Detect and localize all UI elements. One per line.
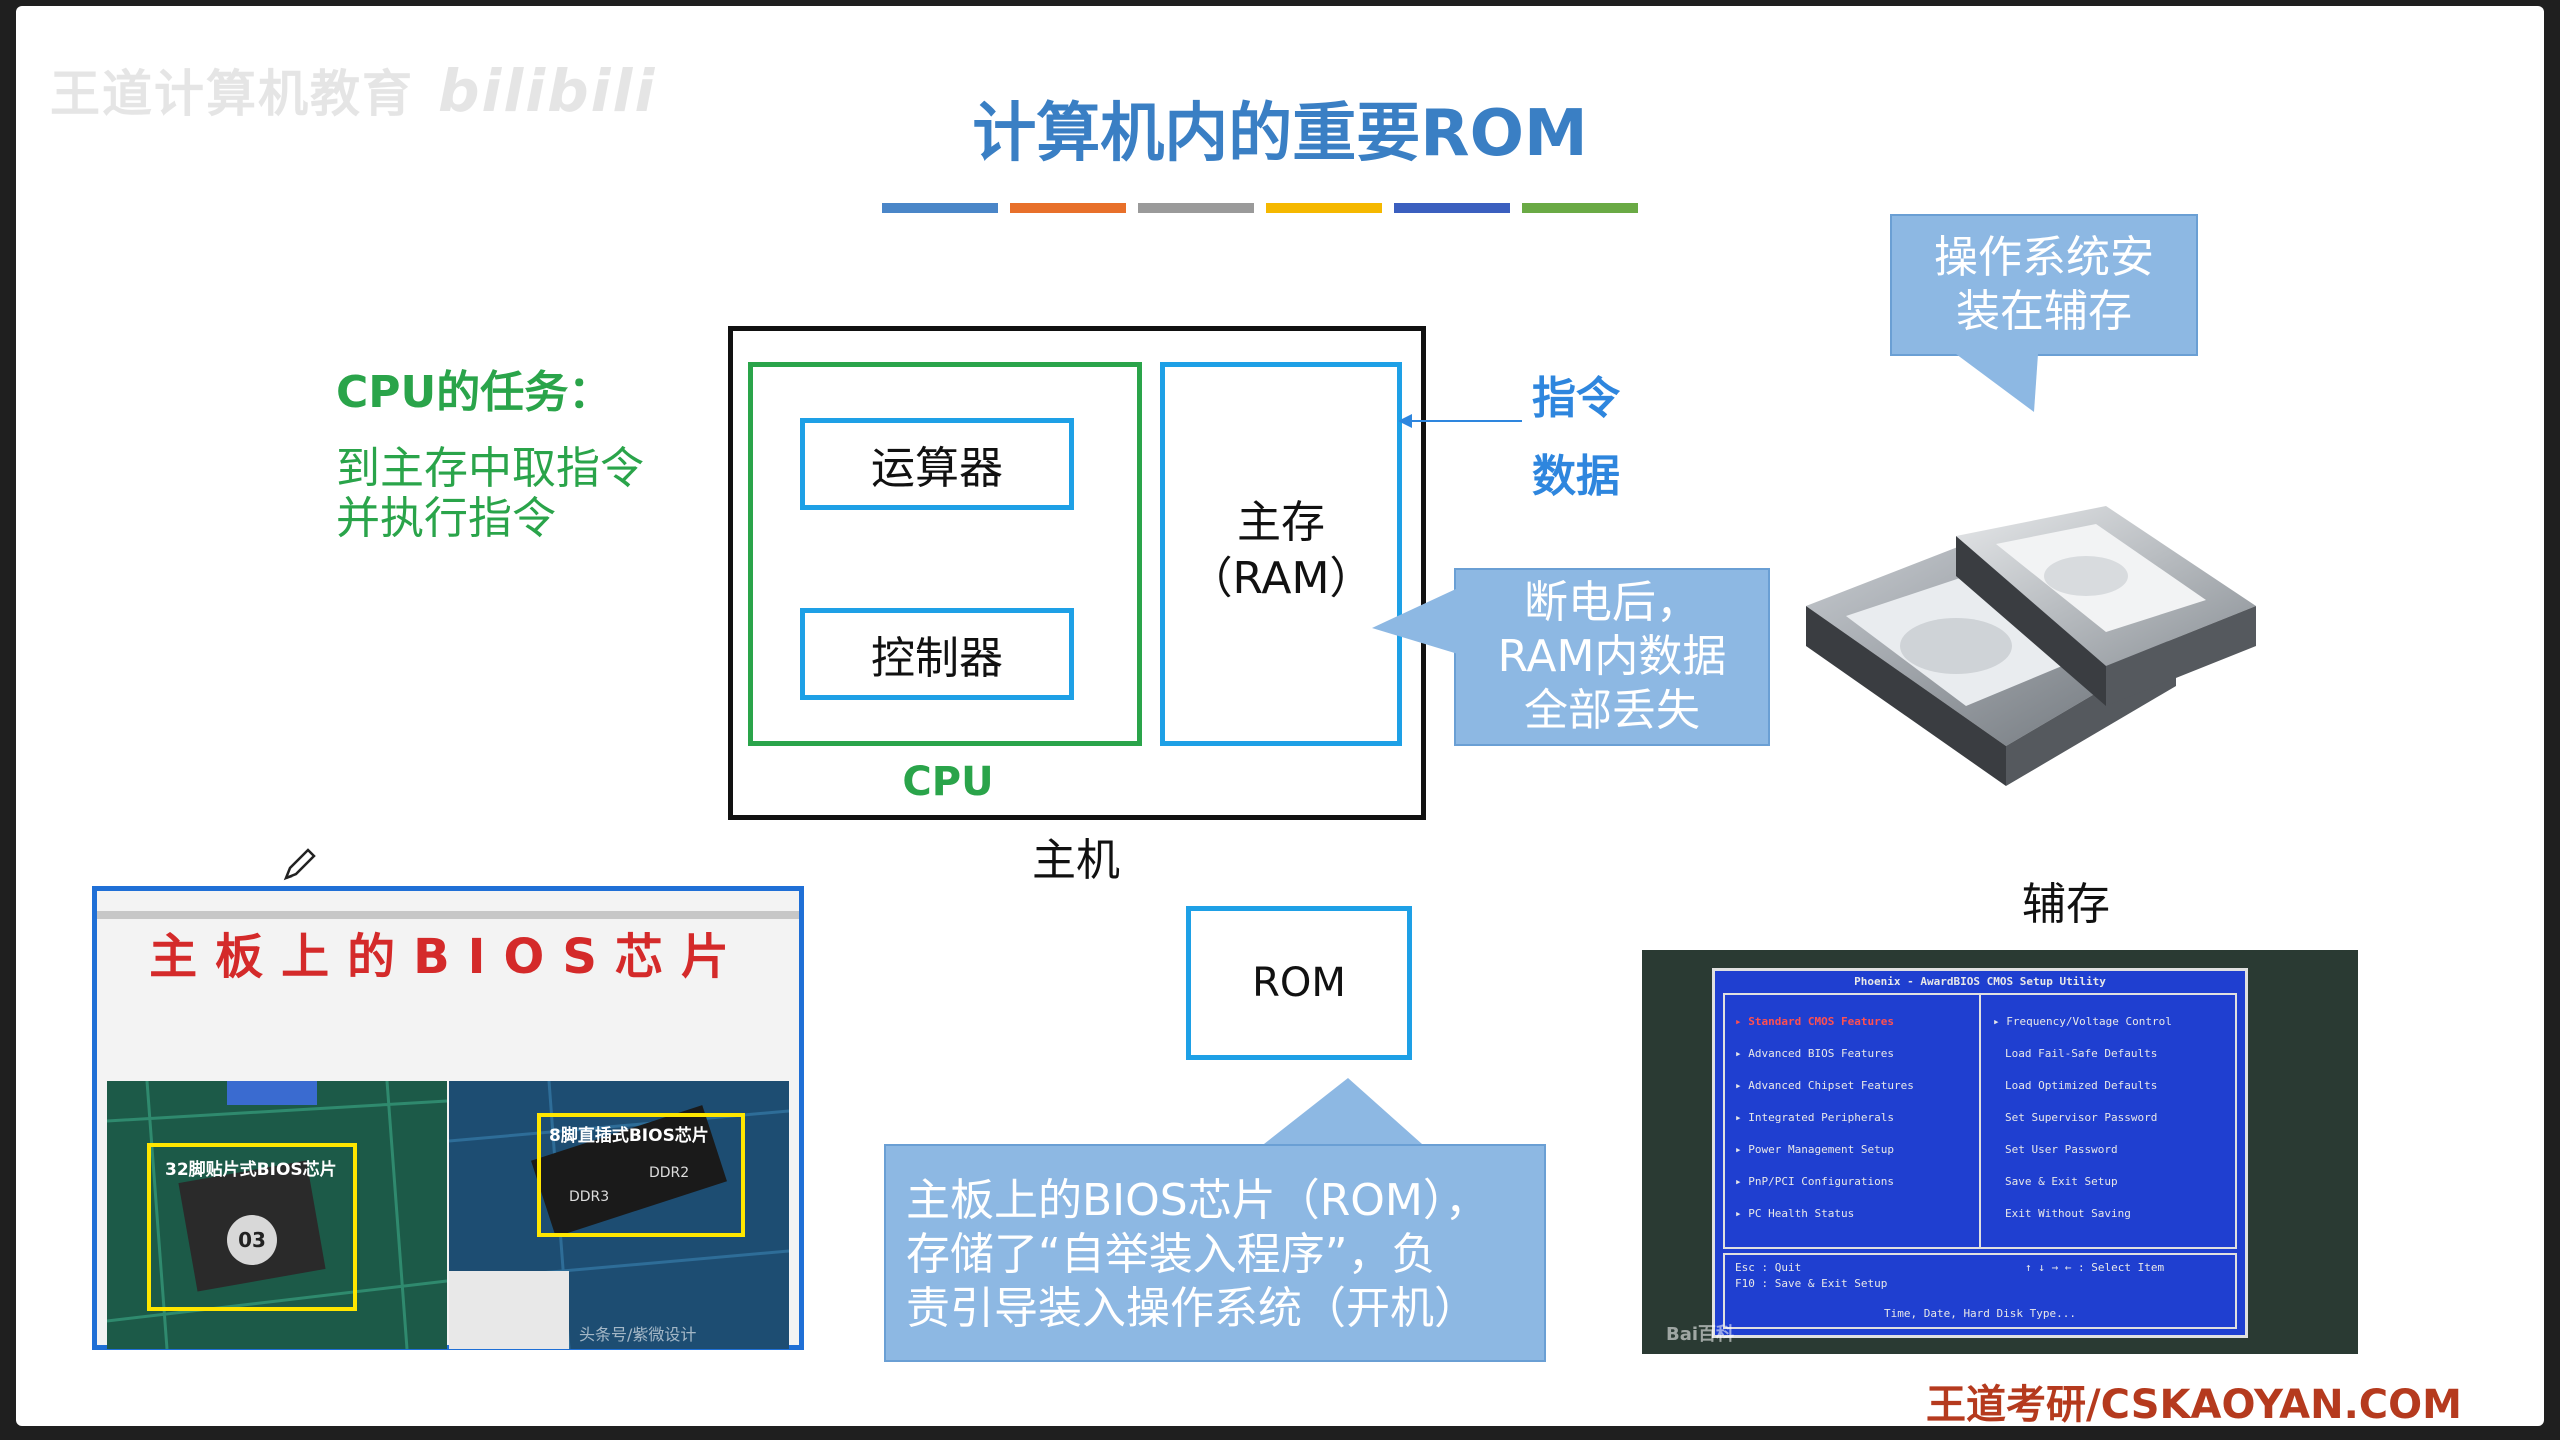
callout-os: 操作系统安 装在辅存 xyxy=(1890,214,2198,356)
chip-right-drawing xyxy=(449,1081,789,1349)
watermark-text: 王道计算机教育 xyxy=(50,65,414,123)
callout-bios-line2: 存储了“自举装入程序”，负 xyxy=(906,1229,1436,1280)
bios-right-item-3: Set Supervisor Password xyxy=(2005,1111,2158,1124)
alu-box: 运算器 xyxy=(800,418,1074,510)
bilibili-logo: bilibili xyxy=(438,57,657,125)
bios-left-item-3: ▸ Integrated Peripherals xyxy=(1735,1111,1894,1124)
callout-ram-line2: RAM内数据 xyxy=(1497,631,1727,682)
host-box xyxy=(728,326,1426,820)
baidu-logo: Bai百科 xyxy=(1666,1324,1735,1345)
bios-left-item-1-label: Advanced BIOS Features xyxy=(1748,1047,1894,1060)
bios-right-item-2: Load Optimized Defaults xyxy=(2005,1079,2158,1092)
bios-left-item-4: ▸ Power Management Setup xyxy=(1735,1143,1894,1156)
chip-right-highlight xyxy=(537,1113,745,1237)
bios-header: Phoenix - AwardBIOS CMOS Setup Utility xyxy=(1854,975,2106,988)
footer-brand: 王道考研/CSKAOYAN.COM xyxy=(1926,1382,2462,1428)
bios-right-item-4: Set User Password xyxy=(2005,1143,2118,1156)
arrow-icon xyxy=(1398,414,1522,428)
bios-foot-left1: Esc : Quit xyxy=(1735,1261,1802,1274)
bios-left-item-5: ▸ PnP/PCI Configurations xyxy=(1735,1175,1894,1188)
bios-chip-photo: 主板上的BIOS芯片 32脚贴片式BIOS芯片 03 8脚直插式BIOS芯片 xyxy=(92,886,804,1350)
title-color-bar-6 xyxy=(1522,203,1638,213)
ddr-left-text: DDR3 xyxy=(569,1189,610,1205)
callout-ram-line1: 断电后， xyxy=(1524,577,1700,628)
cpu-box xyxy=(748,362,1142,746)
bios-right-item-0: ▸ Frequency/Voltage Control xyxy=(1993,1015,2172,1028)
bios-left-item-5-label: PnP/PCI Configurations xyxy=(1748,1175,1894,1188)
bios-left-item-2-label: Advanced Chipset Features xyxy=(1748,1079,1914,1092)
watermark: 王道计算机教育 bilibili xyxy=(50,54,656,126)
chip-left-drawing xyxy=(107,1081,447,1349)
callout-ram: 断电后， RAM内数据 全部丢失 xyxy=(1454,568,1770,746)
callout-os-line1: 操作系统安 xyxy=(1934,232,2154,283)
bios-right-item-1: Load Fail-Safe Defaults xyxy=(2005,1047,2158,1060)
main-memory-label: 主存 （RAM） xyxy=(1160,486,1402,616)
main-memory-line2: （RAM） xyxy=(1188,553,1374,604)
chip-left-mark: 03 xyxy=(227,1215,277,1265)
callout-bios-line1: 主板上的BIOS芯片（ROM）， xyxy=(906,1175,1489,1226)
bios-left-item-3-label: Integrated Peripherals xyxy=(1748,1111,1894,1124)
chip-left-label: 32脚贴片式BIOS芯片 xyxy=(165,1160,337,1180)
bios-left-item-6: ▸ PC Health Status xyxy=(1735,1207,1855,1220)
chip-picture-right: 8脚直插式BIOS芯片 DDR3 DDR2 头条号/紫微设计 xyxy=(449,1081,789,1349)
bios-left-item-1: ▸ Advanced BIOS Features xyxy=(1735,1047,1894,1060)
bios-left-item-0-label: Standard CMOS Features xyxy=(1748,1015,1894,1028)
title-color-bar-4 xyxy=(1266,203,1382,213)
bios-right-item-0-label: Frequency/Voltage Control xyxy=(2006,1015,2172,1028)
rom-box: ROM xyxy=(1186,906,1412,1060)
chip-picture-left: 32脚贴片式BIOS芯片 03 xyxy=(107,1081,447,1349)
main-memory-box xyxy=(1160,362,1402,746)
title-color-bar-1 xyxy=(882,203,998,213)
page-title: 计算机内的重要ROM xyxy=(972,97,1588,171)
host-label: 主机 xyxy=(1032,835,1120,886)
bios-left-item-2: ▸ Advanced Chipset Features xyxy=(1735,1079,1914,1092)
bios-foot-bottom: Time, Date, Hard Disk Type... xyxy=(1883,1307,2077,1320)
callout-bios-line3: 责引导装入操作系统（开机） xyxy=(906,1283,1478,1334)
bios-foot-left2: F10 : Save & Exit Setup xyxy=(1735,1277,1888,1290)
cpu-task-line1: 到主存中取指令 xyxy=(336,443,644,494)
bios-foot-right: ↑ ↓ → ← : Select Item xyxy=(2025,1261,2165,1274)
controller-box: 控制器 xyxy=(800,608,1074,700)
slide: 王道计算机教育 bilibili 计算机内的重要ROM CPU的任务： 到主存中取… xyxy=(16,6,2544,1428)
cpu-task-heading: CPU的任务： xyxy=(336,367,613,418)
title-color-bar-3 xyxy=(1138,203,1254,213)
callout-ram-tail xyxy=(1372,588,1458,654)
pencil-cursor-icon xyxy=(283,848,316,881)
callout-os-tail xyxy=(1956,354,2038,412)
callout-ram-line3: 全部丢失 xyxy=(1524,685,1700,736)
bios-left-item-4-label: Power Management Setup xyxy=(1748,1143,1894,1156)
ddr-right-text: DDR2 xyxy=(649,1165,690,1181)
cpu-task-line2: 并执行指令 xyxy=(336,493,556,544)
bios-setup-screen-photo: Phoenix - AwardBIOS CMOS Setup Utility ▸… xyxy=(1642,950,2358,1354)
bios-photo-divider xyxy=(97,911,799,919)
bios-foot-frame xyxy=(1723,1253,2237,1329)
bios-menu-divider xyxy=(1979,993,1981,1249)
title-color-bar-5 xyxy=(1394,203,1510,213)
main-memory-line1: 主存 xyxy=(1237,497,1325,548)
bios-left-item-0: ▸ Standard CMOS Features xyxy=(1735,1015,1894,1028)
data-label: 数据 xyxy=(1532,451,1620,502)
instruction-label: 指令 xyxy=(1532,373,1620,424)
bios-right-item-6: Exit Without Saving xyxy=(2005,1207,2131,1220)
photo-credit: 头条号/紫微设计 xyxy=(579,1325,697,1344)
hard-disk-image xyxy=(1806,506,2256,786)
aux-storage-label: 辅存 xyxy=(2022,879,2110,930)
cpu-task-text: CPU的任务： 到主存中取指令 并执行指令 xyxy=(336,368,756,544)
bios-photo-title: 主板上的BIOS芯片 xyxy=(149,929,747,985)
callout-bios-tail xyxy=(1264,1078,1422,1144)
cpu-label: CPU xyxy=(902,759,994,805)
title-color-bar-2 xyxy=(1010,203,1126,213)
bios-right-item-5: Save & Exit Setup xyxy=(2005,1175,2118,1188)
callout-bios: 主板上的BIOS芯片（ROM）， 存储了“自举装入程序”，负 责引导装入操作系统… xyxy=(884,1144,1546,1362)
chip-left-highlight xyxy=(147,1143,357,1311)
bios-left-item-6-label: PC Health Status xyxy=(1748,1207,1855,1220)
callout-os-line2: 装在辅存 xyxy=(1956,286,2132,337)
chip-right-label: 8脚直插式BIOS芯片 xyxy=(549,1126,709,1146)
bios-setup-screen: Phoenix - AwardBIOS CMOS Setup Utility ▸… xyxy=(1712,968,2248,1338)
